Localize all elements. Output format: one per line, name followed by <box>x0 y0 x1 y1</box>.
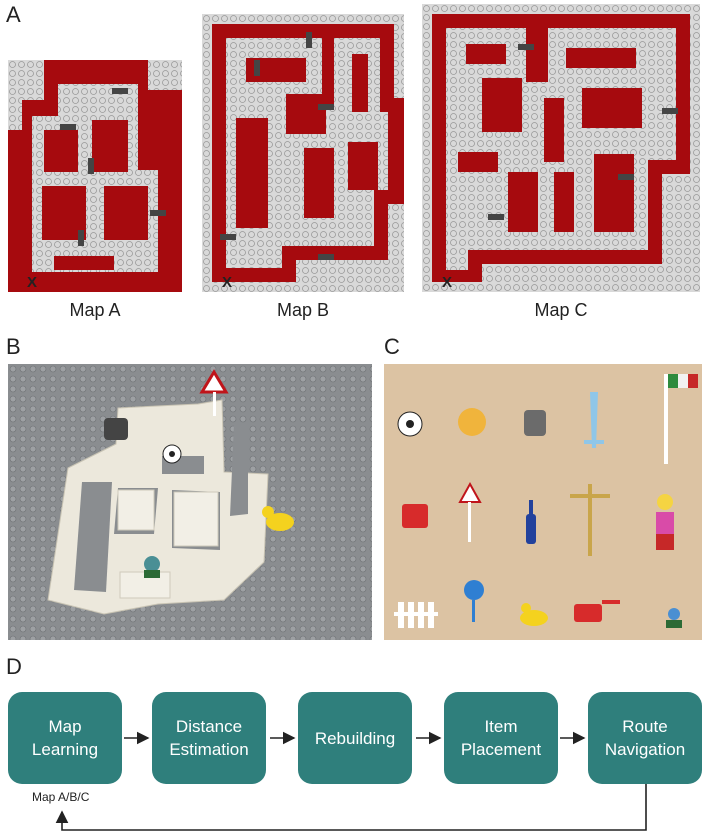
panel-label-d: D <box>6 654 22 679</box>
map-a-start-marker: X <box>27 274 38 291</box>
map-b-image: X <box>202 14 404 292</box>
loop-back-arrow <box>55 784 647 831</box>
map-a-image: X <box>8 60 182 292</box>
lego-items-photo <box>384 364 702 640</box>
lego-maze-photo <box>8 364 372 640</box>
step-rebuilding: Rebuilding <box>298 692 412 784</box>
panel-label-c: C <box>384 334 400 359</box>
loop-label: Map A/B/C <box>32 790 90 804</box>
map-c-label: Map C <box>534 300 588 320</box>
map-b-start-marker: X <box>222 274 233 291</box>
map-a-label: Map A <box>69 300 121 320</box>
panel-label-a: A <box>6 2 21 27</box>
map-c-image: X <box>422 4 700 292</box>
map-b-label: Map B <box>276 300 330 320</box>
panel-label-b: B <box>6 334 21 359</box>
map-c-start-marker: X <box>442 274 453 291</box>
